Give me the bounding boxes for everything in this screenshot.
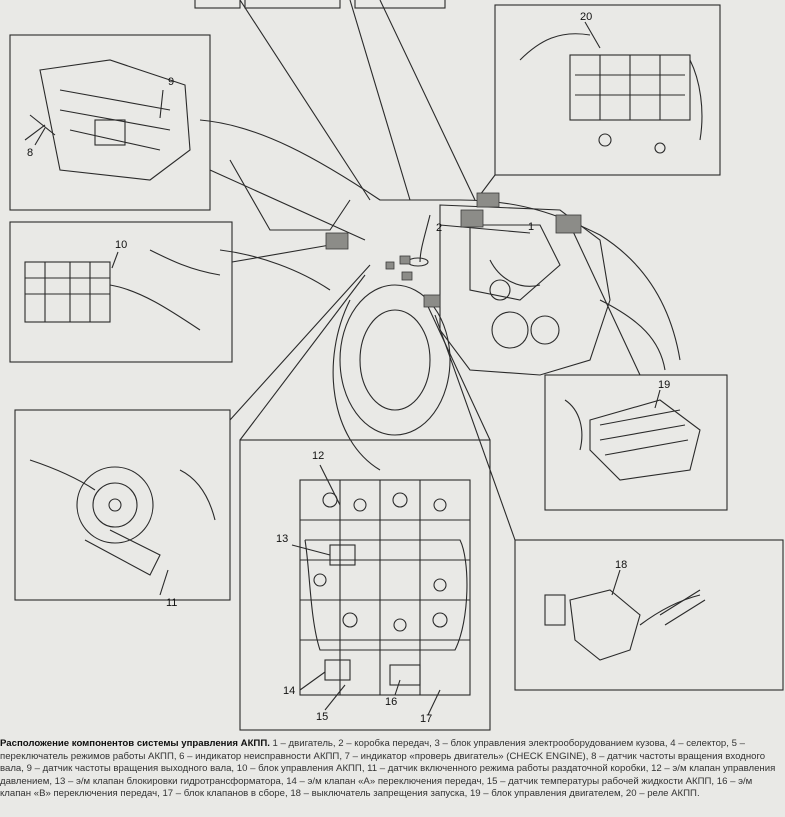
inset-inhibitor-switch: [514, 539, 784, 691]
callout-12: 12: [312, 450, 325, 462]
inset-transfer-sensor: [14, 409, 231, 601]
marker-relay: [555, 214, 582, 234]
marker-small: [401, 271, 413, 281]
caption-text: 1 – двигатель, 2 – коробка передач, 3 – …: [0, 738, 776, 800]
top-inset-frame: [244, 0, 341, 9]
callout-20: 20: [580, 11, 593, 23]
callout-18: 18: [615, 559, 628, 571]
marker-valve: [423, 294, 441, 308]
component-markers: [325, 192, 582, 308]
top-inset-frame: [354, 0, 446, 9]
inset-tcm: [9, 221, 233, 363]
car-body: [199, 0, 681, 471]
callout-11: 11: [166, 597, 178, 609]
callout-16: 16: [385, 696, 398, 708]
callout-9: 9: [168, 76, 175, 88]
marker-small: [399, 255, 411, 265]
marker-indicator: [476, 192, 500, 208]
callout-10: 10: [115, 239, 128, 251]
callout-2: 2: [436, 222, 443, 234]
figure-caption: Расположение компонентов системы управле…: [0, 738, 780, 801]
marker-tcm: [325, 232, 349, 250]
components-diagram: 1 2 8 9 10 11 12 13 14 15 16 17 18 19 20: [9, 0, 784, 731]
callout-19: 19: [658, 379, 671, 391]
callout-8: 8: [27, 147, 34, 159]
inset-atm-relay: [494, 4, 721, 176]
marker-body-control: [460, 209, 484, 228]
inset-ecm: [544, 374, 728, 511]
inset-valve-body: [239, 439, 491, 731]
callout-15: 15: [316, 711, 329, 723]
marker-small: [385, 261, 395, 270]
callout-17: 17: [420, 713, 433, 725]
top-inset-frame: [194, 0, 241, 9]
callout-13: 13: [276, 533, 289, 545]
callout-14: 14: [283, 685, 296, 697]
inset-speed-sensors: [9, 34, 211, 211]
diagram-svg: [9, 0, 784, 731]
caption-title: Расположение компонентов системы управле…: [0, 738, 270, 749]
callout-1: 1: [528, 221, 535, 233]
